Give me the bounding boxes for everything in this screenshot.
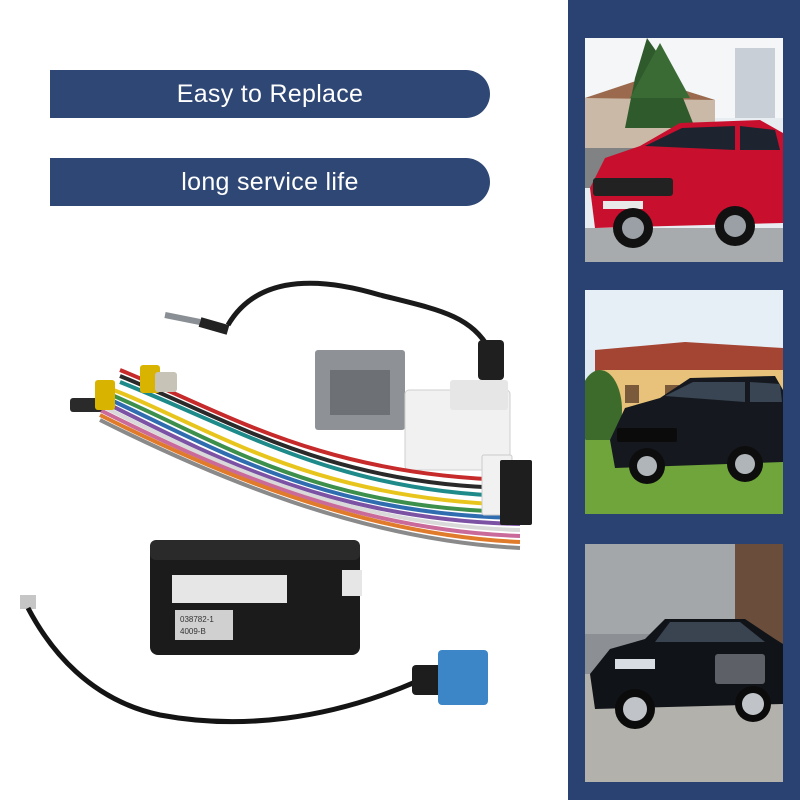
module-label-1: 038782-1 [180,615,214,624]
feature-banner-service-life: long service life [50,158,490,206]
feature-banner-text: Easy to Replace [176,79,364,108]
product-illustration: 038782-1 4009-B [0,270,560,790]
module-label-2: 4009-B [180,627,206,636]
feature-banner-text: long service life [181,167,359,196]
photo-black-suv [585,290,783,514]
photo-black-sedan [585,544,783,782]
photo-red-suv [585,38,783,262]
feature-banner-easy-replace: Easy to Replace [50,70,490,118]
